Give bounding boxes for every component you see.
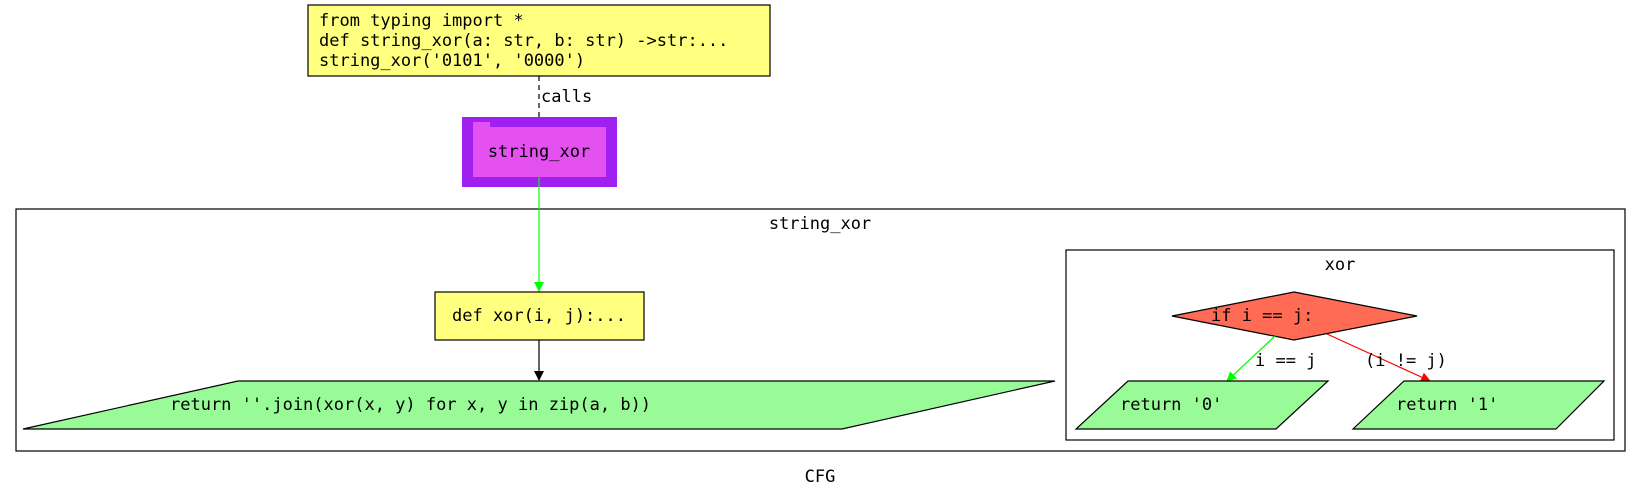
- entry-node-line-1: from typing import *: [319, 11, 524, 31]
- def-xor-node: def xor(i, j):...: [434, 291, 645, 341]
- entry-node: from typing import * def string_xor(a: s…: [307, 4, 771, 77]
- diagram-caption: CFG: [805, 467, 836, 487]
- false-edge-label: (i != j): [1365, 351, 1447, 371]
- return-zero-node-label: return '0': [1120, 395, 1222, 415]
- true-edge: i == j: [1226, 335, 1316, 382]
- return-one-node-label: return '1': [1396, 395, 1498, 415]
- cluster-string-xor: string_xor: [15, 208, 1626, 452]
- calls-edge-label: calls: [541, 87, 592, 107]
- decision-node-label: if i == j:: [1211, 306, 1313, 326]
- function-node: string_xor: [462, 117, 617, 187]
- function-node-label: string_xor: [488, 142, 590, 162]
- cluster-string-xor-title: string_xor: [769, 214, 871, 234]
- def-xor-node-label: def xor(i, j):...: [452, 306, 626, 326]
- entry-node-line-3: string_xor('0101', '0000'): [319, 51, 585, 71]
- return-zero-node: return '0': [1074, 380, 1330, 430]
- return-join-node-label: return ''.join(xor(x, y) for x, y in zip…: [170, 395, 651, 415]
- return-join-node: return ''.join(xor(x, y) for x, y in zip…: [22, 380, 1056, 430]
- decision-node: if i == j:: [1171, 291, 1418, 341]
- return-one-node: return '1': [1351, 380, 1606, 430]
- cluster-xor: xor: [1065, 249, 1615, 441]
- calls-edge: calls: [534, 76, 592, 128]
- cluster-xor-title: xor: [1325, 255, 1356, 275]
- entry-node-line-2: def string_xor(a: str, b: str) ->str:...: [319, 31, 728, 51]
- true-edge-label: i == j: [1255, 351, 1316, 371]
- false-edge: (i != j): [1326, 333, 1447, 382]
